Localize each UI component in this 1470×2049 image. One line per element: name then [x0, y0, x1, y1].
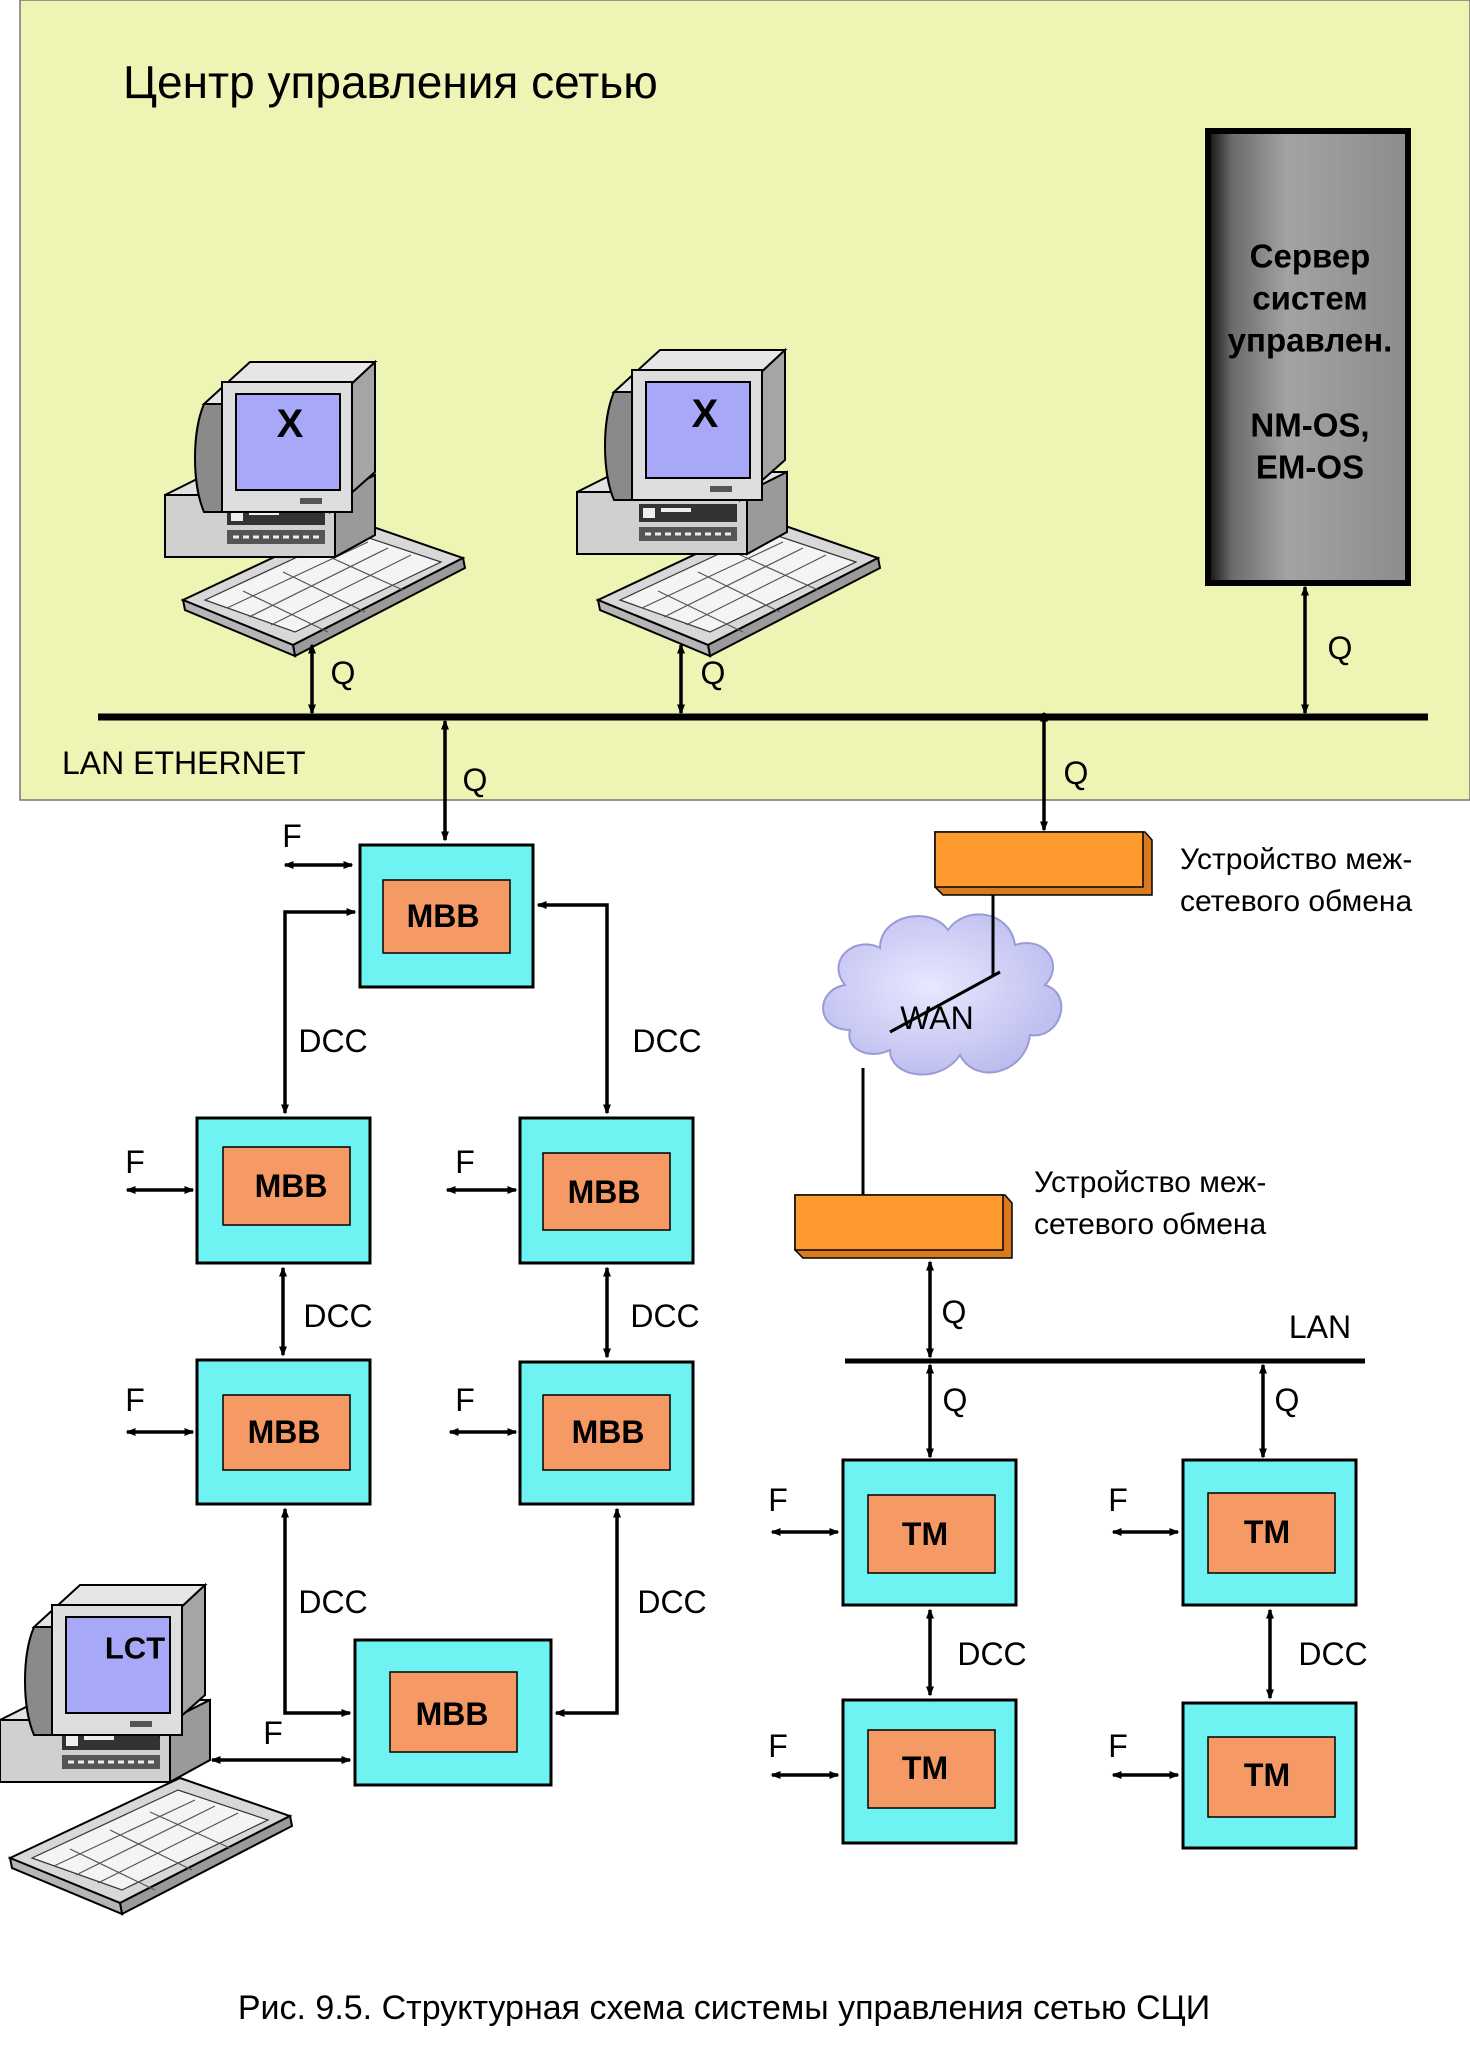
- q-label-lan-tm1: Q: [942, 1382, 968, 1418]
- f-label-mbb-right-1: F: [455, 1144, 475, 1180]
- tm-2-label: TM: [1243, 1514, 1291, 1550]
- q-label-server: Q: [1327, 630, 1353, 666]
- f-label-tm-3: F: [768, 1728, 788, 1764]
- q-label-lan-tm2: Q: [1274, 1382, 1300, 1418]
- f-label-tm-1: F: [768, 1482, 788, 1518]
- tm-node-4[interactable]: [1181, 1701, 1358, 1850]
- f-label-mbb-right-2: F: [455, 1382, 475, 1418]
- dcc-label-top-left: DCC: [298, 1023, 368, 1059]
- f-label-mbb-left-1: F: [125, 1144, 145, 1180]
- lct-screen-label: LCT: [104, 1630, 166, 1666]
- mbb-node-right-1[interactable]: [518, 1116, 695, 1265]
- dcc-label-tm-1-3: DCC: [957, 1636, 1027, 1672]
- q-label-mbb-top: Q: [462, 762, 488, 798]
- tm-4-label: TM: [1243, 1757, 1291, 1793]
- f-label-tm-4: F: [1108, 1728, 1128, 1764]
- f-label-lct-mbb: F: [263, 1715, 283, 1751]
- dcc-label-top-right: DCC: [632, 1023, 702, 1059]
- tm-node-1[interactable]: [841, 1458, 1018, 1607]
- dcc-label-right-bottom: DCC: [637, 1584, 707, 1620]
- q-label-gateway2-lan: Q: [941, 1294, 967, 1330]
- mbb-left-2-label: MBB: [247, 1414, 321, 1450]
- dcc-label-left-1-2: DCC: [303, 1298, 373, 1334]
- mbb-node-left-2[interactable]: [195, 1358, 372, 1506]
- lan2-label: LAN: [1288, 1309, 1352, 1345]
- gateway-2-label: Устройство меж- сетевого обмена: [1034, 1166, 1267, 1241]
- workstation-2-screen-label: X: [691, 392, 719, 436]
- dcc-label-left-bottom: DCC: [298, 1584, 368, 1620]
- gateway-2: [794, 1194, 1013, 1259]
- f-label-mbb-left-2: F: [125, 1382, 145, 1418]
- mbb-right-2-label: MBB: [571, 1414, 645, 1450]
- dcc-link-left-bottom: [281, 1507, 352, 1717]
- gateway-1-label: Устройство меж- сетевого обмена: [1180, 843, 1413, 918]
- workstation-1-screen-label: X: [276, 402, 304, 446]
- tm-1-label: TM: [901, 1516, 949, 1552]
- gateway-1: [934, 831, 1153, 896]
- mbb-left-1-label: MBB: [254, 1168, 328, 1204]
- center-title: Центр управления сетью: [123, 56, 658, 108]
- management-server: [1205, 128, 1411, 586]
- wan-cloud: [822, 913, 1063, 1076]
- dcc-label-tm-2-4: DCC: [1298, 1636, 1368, 1672]
- f-label-tm-2: F: [1108, 1482, 1128, 1518]
- dcc-label-right-1-2: DCC: [630, 1298, 700, 1334]
- mbb-right-1-label: MBB: [567, 1174, 641, 1210]
- mbb-top-label: MBB: [406, 898, 480, 934]
- tm-3-label: TM: [901, 1750, 949, 1786]
- mbb-node-right-2[interactable]: [518, 1360, 695, 1506]
- wan-label: WAN: [900, 1000, 974, 1036]
- q-label-ws2: Q: [700, 655, 726, 691]
- wan-cross-line: [889, 970, 1001, 1034]
- server-label: Сервер систем управлен. NM-OS, EM-OS: [1227, 237, 1393, 486]
- mbb-node-top[interactable]: [358, 843, 535, 989]
- dcc-link-right-bottom: [554, 1507, 621, 1717]
- figure-caption: Рис. 9.5. Структурная схема системы упра…: [237, 1989, 1211, 2027]
- dcc-link-top-right: [536, 901, 611, 1115]
- mbb-node-bottom[interactable]: [353, 1638, 553, 1787]
- tm-node-2[interactable]: [1181, 1458, 1358, 1607]
- q-label-gateway-top: Q: [1063, 755, 1089, 791]
- f-label-mbb-top: F: [282, 818, 302, 854]
- tm-node-3[interactable]: [841, 1698, 1018, 1845]
- mbb-node-left-1[interactable]: [195, 1116, 372, 1265]
- dcc-link-top-left: [281, 908, 357, 1115]
- lan-ethernet-label: LAN ETHERNET: [62, 745, 306, 781]
- q-label-ws1: Q: [330, 655, 356, 691]
- mbb-bottom-label: MBB: [415, 1696, 489, 1732]
